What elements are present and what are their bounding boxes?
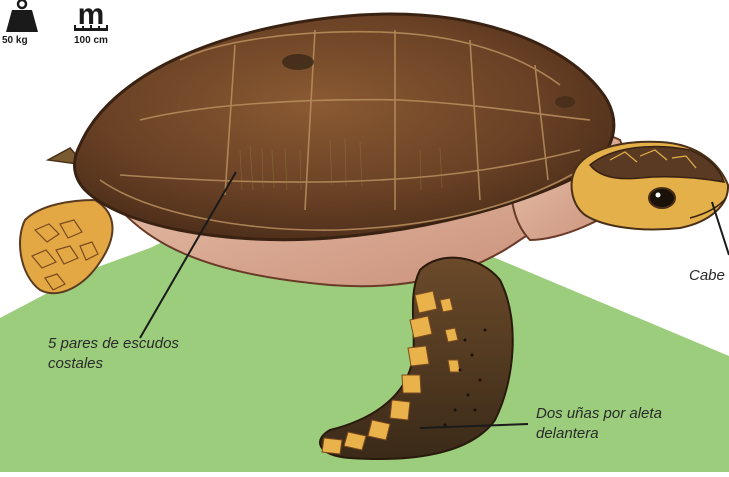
claws-annotation-line2: delantera: [536, 424, 662, 444]
length-label: 100 cm: [74, 35, 108, 46]
scutes-annotation-line1: 5 pares de escudos: [48, 334, 179, 354]
claws-annotation: Dos uñas por aleta delantera: [536, 404, 662, 444]
scutes-annotation: 5 pares de escudos costales: [48, 334, 179, 374]
weight-label: 50 kg: [2, 35, 28, 46]
shell-spot-2: [555, 96, 575, 108]
weight-icon: [6, 0, 38, 32]
ruler-m-glyph: m: [78, 0, 105, 31]
head-annotation: Cabe: [689, 266, 725, 286]
head-leader-line: [712, 202, 729, 255]
scutes-annotation-line2: costales: [48, 354, 179, 374]
shell-spot: [282, 54, 314, 70]
eye-highlight: [656, 193, 661, 198]
claws-annotation-line1: Dos uñas por aleta: [536, 404, 662, 424]
turtle-eye: [649, 188, 675, 208]
